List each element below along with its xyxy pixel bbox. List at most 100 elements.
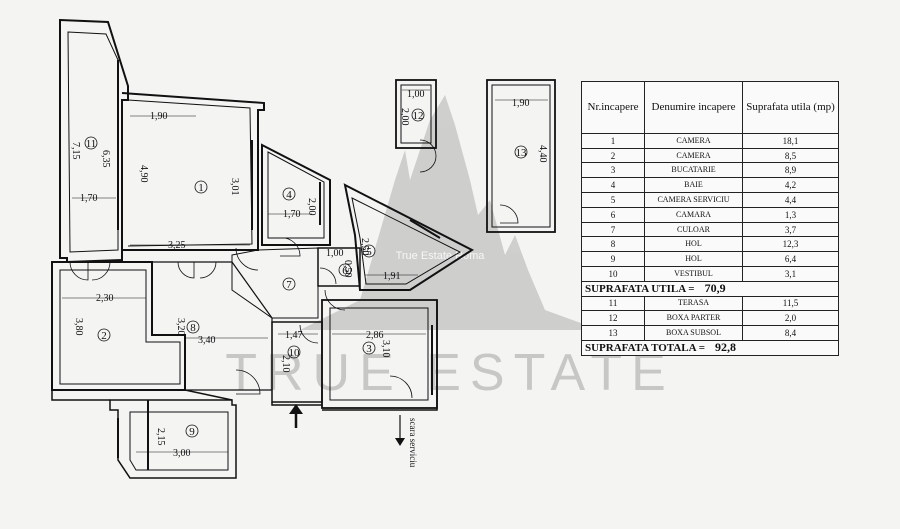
room-number-labels: 11 1 2 3 4 5 6 7 8 9 10 12 13 [86,110,527,438]
windows [117,60,441,470]
table-cell: 2 [581,147,645,164]
dim-1-00-a: 1,00 [326,248,344,259]
table-cell: 3,7 [742,221,839,238]
dim-2-10: 2,10 [280,355,291,373]
room-5-number: 5 [366,246,372,258]
table-cell: CAMARA [644,206,743,223]
table-cell: CAMERA [644,147,743,164]
table-cell: 10 [581,266,645,282]
useful-area-label: SUPRAFATA UTILA = [585,283,695,296]
dim-2-00-a: 2,00 [306,198,317,216]
table-cell: HOL [644,236,743,253]
dimension-labels: 7,15 6,35 1,70 1,90 4,90 3,01 3,25 1,70 … [70,89,548,459]
room-11-number: 11 [86,138,97,150]
table-cell: 8 [581,236,645,253]
header-room-number: Nr.incapere [581,81,645,134]
table-cell: 4 [581,177,645,194]
header-room-name: Denumire incapere [644,81,743,134]
room-4-number: 4 [286,189,292,201]
room-9-outline [109,399,237,479]
room-numbers [84,108,528,438]
table-cell: 6 [581,206,645,223]
room-9-number: 9 [189,426,195,438]
table-cell: BAIE [644,177,743,194]
table-cell: BOXA SUBSOL [644,325,743,341]
dim-1-70-b: 1,70 [283,209,301,220]
room-5-outline [343,183,474,291]
useful-area-total-row: SUPRAFATA UTILA =70,9 [581,280,839,297]
room-6-outline [317,247,361,287]
table-cell: 4,2 [742,177,839,194]
table-cell: 11 [581,295,645,312]
room-7-number: 7 [286,279,292,291]
table-cell: 8,5 [742,147,839,164]
dim-3-80: 3,80 [73,318,84,336]
dim-2-00-b: 2,00 [399,108,410,126]
dim-1-47: 1,47 [285,330,303,341]
room-12-number: 12 [413,110,424,122]
room-4-outline [261,143,331,246]
dim-3-20: 3,20 [175,318,186,336]
table-cell: 3,1 [742,266,839,282]
dim-4-40: 4,40 [537,145,548,163]
dim-1-00-b: 1,00 [407,89,425,100]
door-swings [69,139,519,399]
service-stairs-label: scara serviciu [408,418,418,468]
dim-3-01: 3,01 [229,178,240,196]
dim-2-30: 2,30 [96,293,114,304]
total-area-value: 92,8 [714,340,736,355]
table-header-row: Nr.incapere Denumire incapere Suprafata … [581,81,839,134]
table-cell: 7 [581,221,645,238]
dim-2-15: 2,15 [155,428,166,446]
table-cell: 2,0 [742,310,839,327]
dim-3-25: 3,25 [168,240,186,251]
table-cell: 6,4 [742,251,839,267]
room-7-outline [231,247,319,319]
table-cell: CAMERA SERVICIU [644,192,743,208]
walls [51,18,556,479]
room-8-number: 8 [190,322,196,334]
room-2-outline [51,261,186,391]
dim-1-90-b: 1,90 [512,98,530,109]
room-3-number: 3 [366,343,372,355]
table-cell: 12 [581,310,645,327]
room-1-number: 1 [198,182,204,194]
table-cell: 12,3 [742,236,839,253]
table-cell: 18,1 [742,132,839,149]
entrance-arrow-icon [289,404,303,428]
dim-3-00: 3,00 [173,448,191,459]
service-stairs-arrow-icon [395,415,405,446]
table-cell: 11,5 [742,295,839,312]
dim-1-91: 1,91 [383,271,401,282]
header-useful-area: Suprafata utila (mp) [742,81,839,134]
useful-area-total: SUPRAFATA UTILA =70,9 [581,280,839,297]
dim-6-35: 6,35 [100,150,111,168]
table-cell: BOXA PARTER [644,310,743,327]
table-cell: 3 [581,162,645,179]
watermark-cathedral-shape [300,95,600,330]
table-cell: BUCATARIE [644,162,743,179]
total-area-label: SUPRAFATA TOTALA = [585,342,705,355]
room-8-outline [151,261,273,391]
dim-1-70-a: 1,70 [80,193,98,204]
table-cell: CAMERA [644,132,743,149]
room-12-outline [395,79,437,149]
room-11-outline [59,18,129,264]
table-cell: 13 [581,325,645,341]
room-6-number: 6 [342,265,348,277]
table-cell: 9 [581,251,645,267]
dimension-lines [62,89,548,453]
room-2-number: 2 [101,330,107,342]
